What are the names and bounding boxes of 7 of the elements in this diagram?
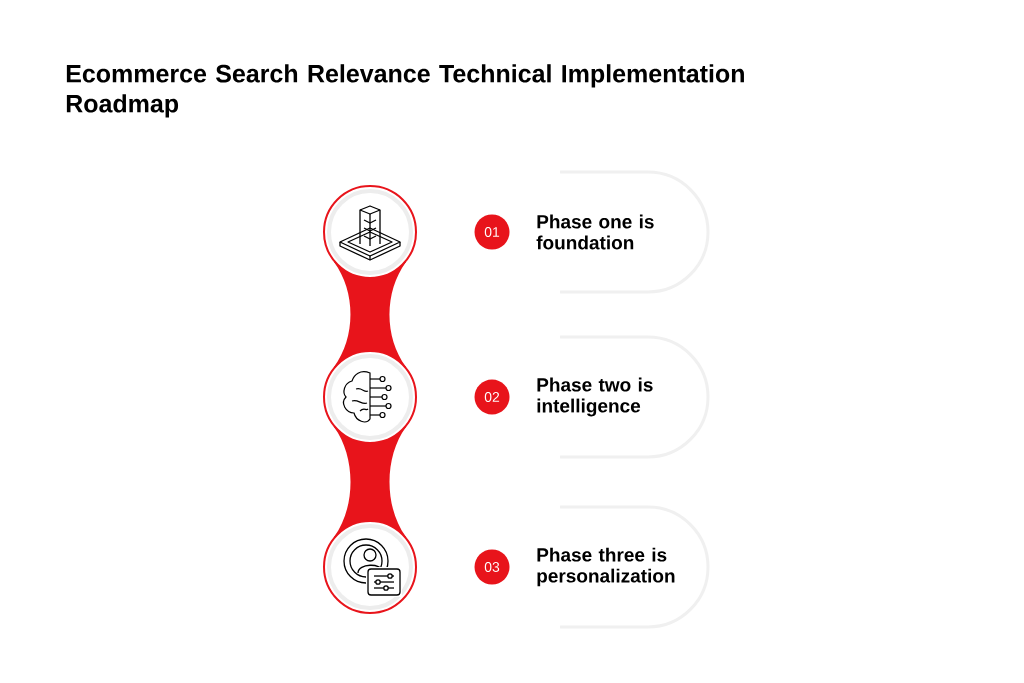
node-label: Phase two is intelligence xyxy=(537,377,653,417)
node-label: Phase three is personalization xyxy=(537,547,675,587)
node-label: Phase one is foundation xyxy=(536,214,654,250)
diagram-title: Ecommerce Search Relevance Technical Implementation Roadmap xyxy=(66,64,744,118)
step-card: 01 Phase one is foundation xyxy=(474,170,710,294)
step-card: 02 Phase two is intelligence xyxy=(474,335,710,459)
step-card: 03 Phase three is personalization xyxy=(474,505,710,629)
